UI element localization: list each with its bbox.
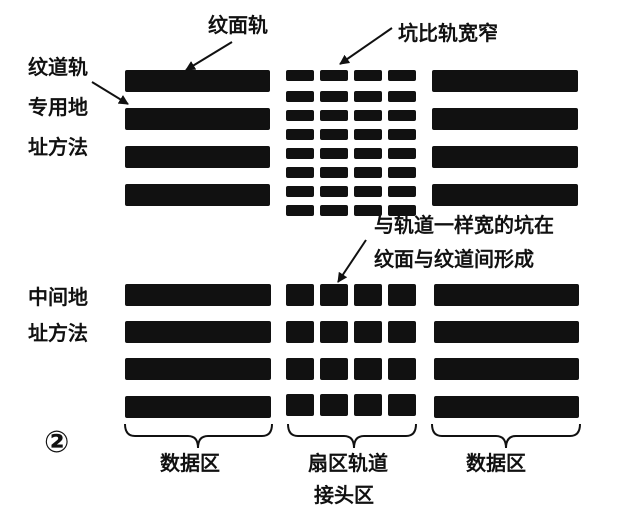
track-bar	[125, 184, 270, 206]
bottom-sector-header-pits	[286, 284, 416, 416]
pit	[320, 91, 348, 102]
pit	[354, 394, 382, 416]
groove-track-arrow	[91, 81, 129, 105]
pit	[320, 394, 348, 416]
track-bar	[125, 284, 271, 306]
track-bar	[432, 108, 578, 130]
pit	[286, 186, 314, 197]
pit	[320, 358, 348, 380]
pit	[320, 321, 348, 343]
pit	[320, 129, 348, 140]
sector-area-label-line1: 扇区轨道	[308, 451, 388, 475]
track-bar	[125, 70, 270, 92]
pit	[286, 148, 314, 159]
pit	[320, 167, 348, 178]
pit	[354, 148, 382, 159]
pit	[388, 394, 416, 416]
data-area-right-label: 数据区	[466, 451, 526, 475]
pit	[354, 321, 382, 343]
pit	[286, 205, 314, 216]
pit	[286, 91, 314, 102]
pit	[354, 284, 382, 306]
pit	[354, 167, 382, 178]
track-bar	[125, 108, 270, 130]
brace-middle	[287, 423, 417, 449]
pit-same-width-arrow	[337, 239, 367, 283]
pit-narrower-arrow	[339, 27, 393, 65]
pit	[354, 110, 382, 121]
bottom-left-data-tracks	[125, 284, 271, 418]
pit	[320, 148, 348, 159]
pit	[286, 70, 314, 81]
pit	[388, 148, 416, 159]
pit	[320, 186, 348, 197]
track-bar	[432, 70, 578, 92]
pit	[388, 284, 416, 306]
pit	[388, 70, 416, 81]
sector-area-label-line2: 接头区	[314, 483, 374, 507]
track-bar	[432, 184, 578, 206]
pit	[354, 205, 382, 216]
pit	[320, 284, 348, 306]
dedicated-method-label-line1: 专用地	[28, 95, 88, 119]
dedicated-method-label-line2: 址方法	[28, 135, 88, 159]
track-bar	[125, 146, 270, 168]
track-bar	[434, 358, 579, 380]
pit	[286, 321, 314, 343]
track-bar	[432, 146, 578, 168]
figure-number: ②	[44, 425, 69, 460]
pit	[286, 358, 314, 380]
pit	[286, 110, 314, 121]
top-right-data-tracks	[432, 70, 578, 206]
top-sector-header-pits	[286, 70, 416, 216]
pit	[354, 129, 382, 140]
pit	[354, 91, 382, 102]
pit	[320, 70, 348, 81]
pit-same-width-label-line1: 与轨道一样宽的坑在	[374, 213, 554, 237]
pit	[320, 205, 348, 216]
track-bar	[125, 396, 271, 418]
pit-same-width-label-line2: 纹面与纹道间形成	[374, 247, 534, 271]
pit	[286, 129, 314, 140]
pit	[286, 167, 314, 178]
middle-method-label-line2: 址方法	[28, 321, 88, 345]
bottom-right-data-tracks	[434, 284, 579, 418]
pit-narrower-label: 坑比轨宽窄	[398, 21, 498, 45]
pit	[388, 358, 416, 380]
pit	[354, 358, 382, 380]
track-bar	[434, 321, 579, 343]
track-bar	[434, 284, 579, 306]
pit	[388, 321, 416, 343]
pit	[388, 110, 416, 121]
track-bar	[125, 321, 271, 343]
top-left-data-tracks	[125, 70, 270, 206]
pit	[354, 186, 382, 197]
pit	[354, 70, 382, 81]
land-track-arrow	[185, 41, 233, 71]
brace-right	[431, 423, 581, 449]
pit	[286, 394, 314, 416]
pit	[388, 129, 416, 140]
pit	[388, 91, 416, 102]
land-track-label: 纹面轨	[208, 13, 268, 37]
data-area-left-label: 数据区	[160, 451, 220, 475]
pit	[388, 167, 416, 178]
pit	[286, 284, 314, 306]
pit	[388, 186, 416, 197]
track-bar	[125, 358, 271, 380]
groove-track-label: 纹道轨	[28, 55, 88, 79]
pit	[320, 110, 348, 121]
track-bar	[434, 396, 579, 418]
middle-method-label-line1: 中间地	[28, 285, 88, 309]
brace-left	[124, 423, 273, 449]
pit	[388, 205, 416, 216]
